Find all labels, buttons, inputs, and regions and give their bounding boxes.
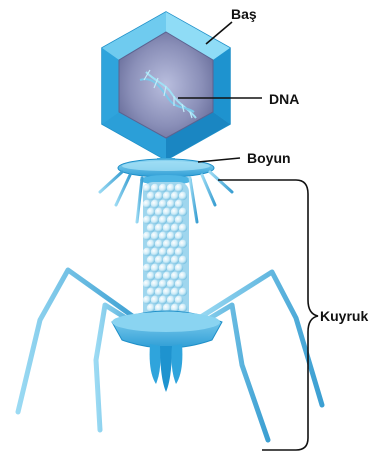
sheath-bead xyxy=(155,256,163,264)
sheath-bead xyxy=(171,240,179,248)
sheath-bead xyxy=(175,184,183,192)
sheath-bead xyxy=(171,224,179,232)
sheath-bead xyxy=(147,272,155,280)
sheath-bead xyxy=(143,184,151,192)
sheath-bead xyxy=(167,216,175,224)
sheath-bead xyxy=(179,192,187,200)
sheath-bead xyxy=(151,280,159,288)
label-tail: Kuyruk xyxy=(320,308,368,324)
sheath-bead xyxy=(179,208,187,216)
sheath-bead xyxy=(155,288,163,296)
sheath-bead xyxy=(159,280,167,288)
base-plate xyxy=(112,311,222,392)
sheath-bead xyxy=(159,200,167,208)
sheath-bead xyxy=(143,264,151,272)
sheath-bead xyxy=(151,200,159,208)
sheath-bead xyxy=(179,272,187,280)
sheath-bead xyxy=(163,288,171,296)
sheath-bead xyxy=(167,296,175,304)
sheath-bead xyxy=(175,216,183,224)
sheath-bead xyxy=(179,240,187,248)
sheath-bead xyxy=(159,248,167,256)
sheath-bead xyxy=(179,256,187,264)
sheath-bead xyxy=(151,264,159,272)
sheath-bead xyxy=(155,208,163,216)
capsid-head xyxy=(102,12,230,160)
sheath-bead xyxy=(159,264,167,272)
sheath-bead xyxy=(159,184,167,192)
tail-sheath xyxy=(143,182,189,322)
sheath-bead xyxy=(159,232,167,240)
sheath-bead xyxy=(167,184,175,192)
sheath-bead xyxy=(163,208,171,216)
sheath-bead xyxy=(155,240,163,248)
sheath-bead xyxy=(155,192,163,200)
sheath-bead xyxy=(171,208,179,216)
sheath-bead xyxy=(159,216,167,224)
sheath-bead xyxy=(163,192,171,200)
sheath-bead xyxy=(167,248,175,256)
sheath-bead xyxy=(151,232,159,240)
label-dna: DNA xyxy=(269,91,299,107)
base-spike-center xyxy=(160,346,172,392)
sheath-bead xyxy=(175,264,183,272)
sheath-bead xyxy=(147,288,155,296)
base-spike-right xyxy=(172,344,183,384)
sheath-bead xyxy=(179,304,187,312)
sheath-bead xyxy=(159,296,167,304)
sheath-bead xyxy=(147,304,155,312)
sheath-bead xyxy=(143,296,151,304)
sheath-bead xyxy=(175,232,183,240)
sheath-bead xyxy=(179,224,187,232)
sheath-bead xyxy=(155,272,163,280)
tail-fiber-left-outer xyxy=(18,270,138,412)
sheath-bead xyxy=(147,192,155,200)
sheath-bead xyxy=(167,200,175,208)
sheath-bead xyxy=(151,296,159,304)
sheath-bead xyxy=(155,224,163,232)
sheath-bead xyxy=(179,288,187,296)
sheath-bead xyxy=(175,296,183,304)
sheath-bead xyxy=(167,232,175,240)
sheath-bead xyxy=(151,184,159,192)
sheath-bead xyxy=(147,256,155,264)
sheath-bead xyxy=(143,248,151,256)
sheath-bead xyxy=(143,232,151,240)
sheath-bead xyxy=(151,248,159,256)
sheath-bead xyxy=(163,272,171,280)
sheath-bead xyxy=(147,224,155,232)
sheath-bead xyxy=(167,280,175,288)
sheath-bead xyxy=(143,216,151,224)
sheath-bead xyxy=(151,216,159,224)
sheath-bead xyxy=(171,192,179,200)
label-neck: Boyun xyxy=(247,150,291,166)
sheath-bead xyxy=(175,200,183,208)
base-spike-left xyxy=(150,344,161,384)
sheath-bead xyxy=(175,248,183,256)
sheath-bead xyxy=(175,280,183,288)
tail-fiber-right-outer xyxy=(196,272,322,405)
leader-neck xyxy=(198,158,240,162)
label-head: Baş xyxy=(231,6,257,22)
sheath-bead xyxy=(167,264,175,272)
sheath-bead xyxy=(163,240,171,248)
sheath-bead xyxy=(143,280,151,288)
sheath-bead xyxy=(171,272,179,280)
sheath-bead xyxy=(143,200,151,208)
sheath-bead xyxy=(163,224,171,232)
sheath-bead xyxy=(147,240,155,248)
sheath-bead xyxy=(147,208,155,216)
sheath-bead xyxy=(163,256,171,264)
sheath-bead xyxy=(171,288,179,296)
leader-head xyxy=(206,22,232,44)
sheath-bead xyxy=(171,256,179,264)
